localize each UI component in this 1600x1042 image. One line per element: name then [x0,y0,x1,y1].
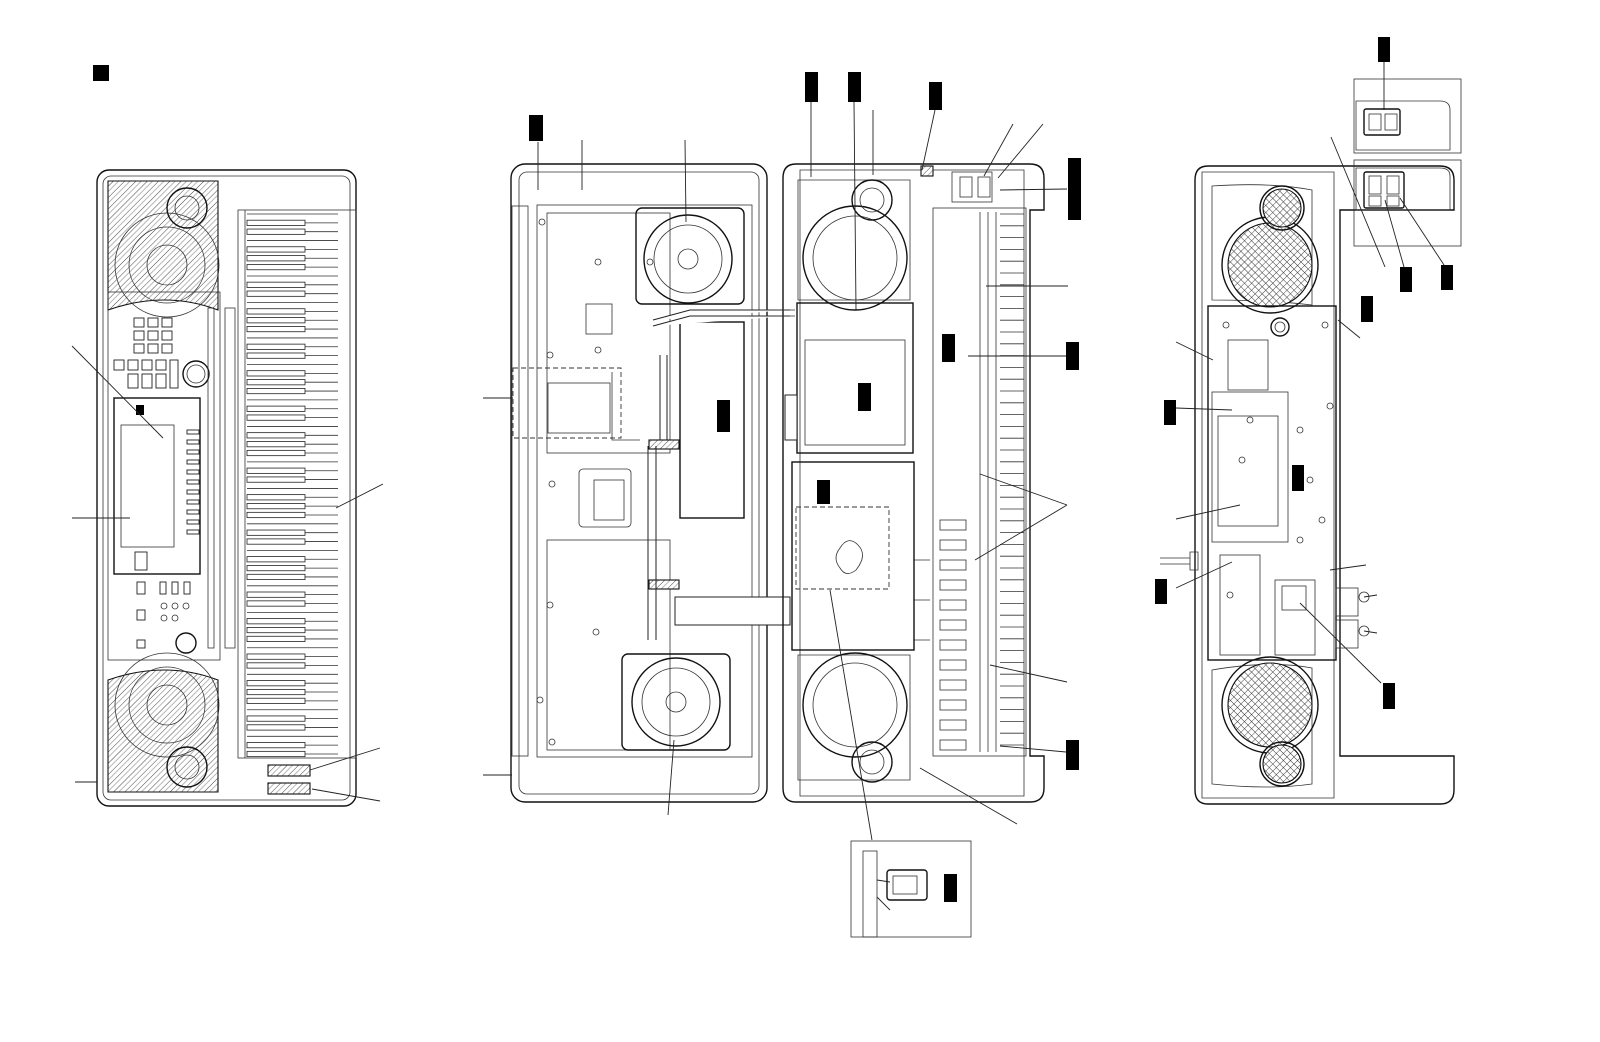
black-key [246,627,306,634]
key-hammer [939,719,967,731]
black-key [246,750,306,758]
black-key [246,688,306,696]
black-key [246,228,306,235]
front-view [71,65,384,807]
black-key [246,565,306,572]
black-key [246,343,306,350]
rear-view [1155,165,1455,805]
black-key [246,317,306,324]
rear-speaker-lower [1211,664,1313,788]
key-hammer [939,699,967,711]
black-key [246,591,306,598]
black-key [246,326,306,333]
black-key [246,715,306,722]
rear-chassis-board [1207,305,1337,661]
detail-inset-top-right [1330,37,1462,292]
key-hammer [939,579,967,591]
black-key [246,281,306,288]
speaker-grille-bottom [107,669,219,793]
black-key [246,494,306,501]
panel-board-upper [796,302,914,454]
bottom-case-interior [483,115,791,816]
top-case-interior [760,72,1081,841]
black-key [246,264,306,271]
black-key [246,467,306,474]
rear-speaker-upper [1211,184,1313,306]
key-hammer [939,739,967,751]
key-hammer [939,599,967,611]
black-key [246,370,306,377]
black-key [246,441,306,448]
black-key [246,405,306,412]
black-key [246,352,306,359]
key-hammer [939,679,967,691]
main-pcb [679,321,745,519]
black-key [246,432,306,439]
key-hammer [939,519,967,531]
screw-holes [536,218,654,746]
black-key [246,290,306,297]
key-hammer [939,559,967,571]
black-key [246,414,306,421]
black-key [246,529,306,536]
black-key [246,556,306,563]
tone-buttons [186,429,200,535]
key-hammer [939,659,967,671]
speaker-upper [635,207,745,305]
speaker-lower-top [797,654,911,781]
black-key [246,219,306,226]
panel-board-lower [791,461,915,651]
key-contacts [939,212,1024,752]
key-assembly [932,207,1027,757]
key-hammer [939,539,967,551]
dial-knob [182,360,210,388]
black-key [246,742,306,749]
black-key [246,662,306,669]
black-key [246,618,306,625]
black-key [246,308,306,315]
black-key [246,387,306,395]
figure-marker [93,65,109,81]
black-key [246,600,306,607]
black-key [246,653,306,660]
rear-screws [1222,321,1334,599]
black-key [246,255,306,262]
black-key [246,724,306,731]
black-key [246,573,306,581]
black-key [246,476,306,483]
speaker-lower [621,653,731,751]
black-key [246,680,306,687]
black-key [246,511,306,519]
black-key [246,697,306,704]
black-key [246,538,306,545]
black-key [246,449,306,457]
black-key [246,503,306,510]
detail-inset-bottom [850,840,972,938]
piano-keys [246,213,338,758]
numeric-keypad [113,317,179,389]
lcd-display [113,397,201,575]
black-key [246,246,306,253]
pitch-bend-wheel [267,764,311,777]
black-key [246,379,306,386]
key-hammer [939,639,967,651]
modulation-wheel [267,782,311,795]
key-hammer [939,619,967,631]
black-key [246,635,306,642]
